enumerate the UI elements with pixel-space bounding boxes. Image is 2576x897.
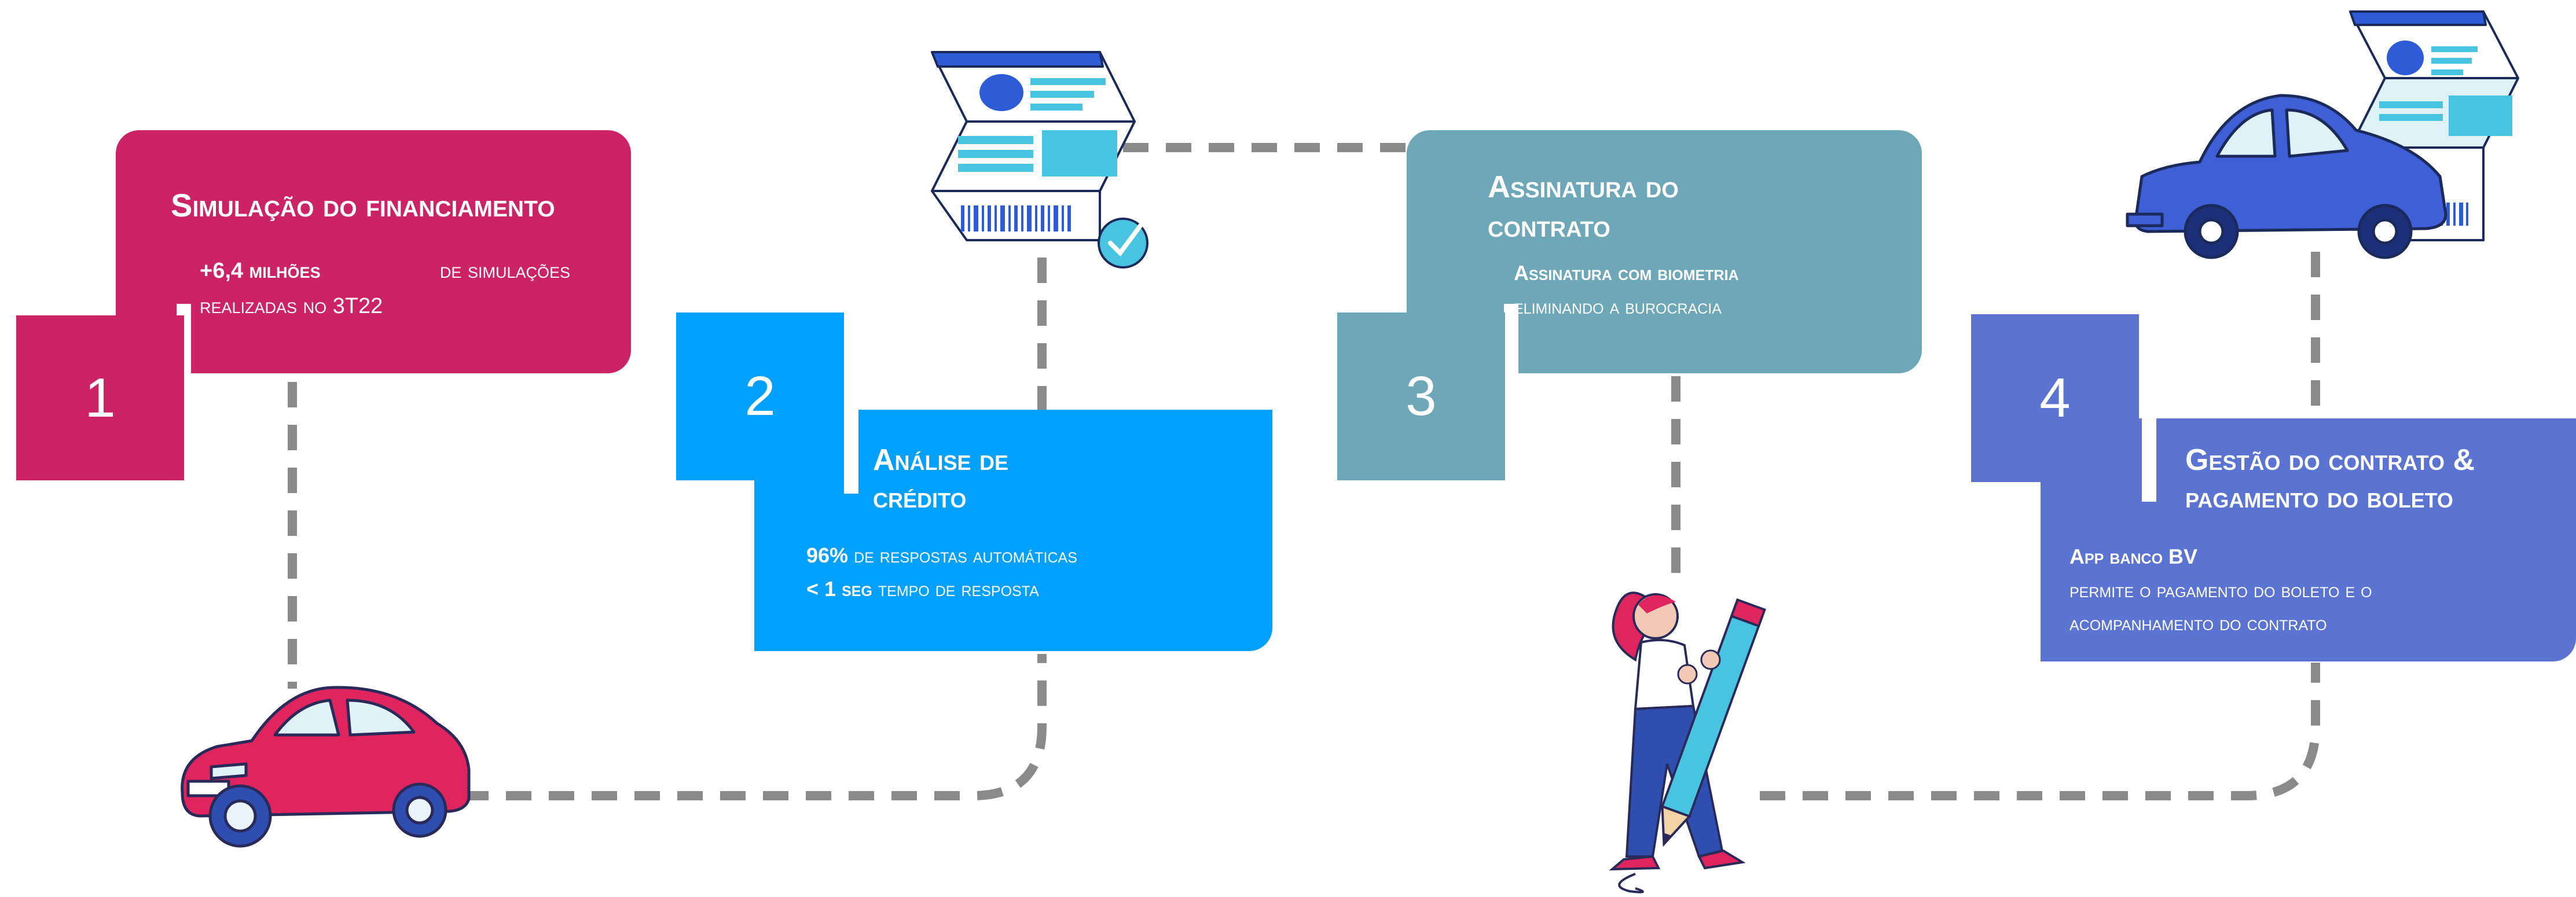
document-check-icon xyxy=(931,51,1148,269)
step-1-number: 1 xyxy=(16,315,184,480)
step-1-body: +6,4 milhões de simulações realizadas no… xyxy=(171,253,608,324)
step-1-line2: realizadas no 3T22 xyxy=(200,293,383,318)
step-3-title: Assinatura do contrato xyxy=(1488,170,1679,244)
step-3-number: 3 xyxy=(1337,313,1505,480)
step-2-number: 2 xyxy=(676,313,844,480)
step-1-title: Simulação do financiamento xyxy=(171,187,555,223)
car-with-document-icon xyxy=(2126,10,2519,259)
step-2-card: Análise de crédito 96% de respostas auto… xyxy=(754,410,1272,651)
step-4-number: 4 xyxy=(1971,314,2139,482)
step-1-highlight: +6,4 milhões xyxy=(200,259,321,283)
step-4-body: App banco BV permite o pagamento do bole… xyxy=(2069,545,2372,635)
step-4-title: Gestão do contrato & pagamento do boleto xyxy=(2185,443,2475,514)
step-1-line1-rest: de simulações xyxy=(439,259,570,283)
step-2-body: 96% de respostas automáticas < 1 seg tem… xyxy=(806,543,1077,601)
step-3-body: Assinatura com biometria eliminando a bu… xyxy=(1514,261,1739,318)
car-icon xyxy=(181,686,471,848)
woman-with-pencil-icon xyxy=(1609,591,1766,894)
step-2-title: Análise de crédito xyxy=(873,443,1009,514)
step-1-card: Simulação do financiamento +6,4 milhões … xyxy=(116,130,631,373)
